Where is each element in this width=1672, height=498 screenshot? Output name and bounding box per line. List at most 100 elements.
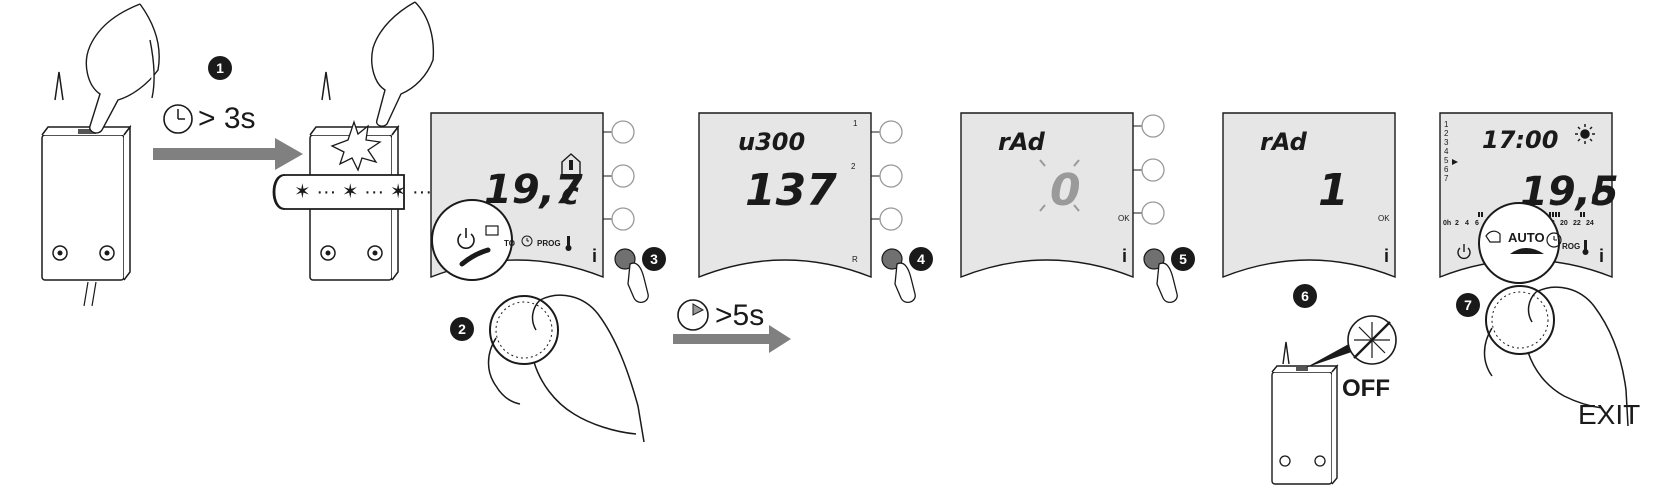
exit-label: EXIT xyxy=(1578,399,1640,430)
hour-label: 24 xyxy=(1586,220,1594,227)
arrow-right-icon xyxy=(673,325,791,353)
side-button-2[interactable] xyxy=(611,164,635,188)
day-label: 3 xyxy=(1444,138,1449,147)
dial-knob-icon xyxy=(489,295,559,365)
thermostat-screen-1: 19,7 c TO PROG xyxy=(430,112,666,304)
current-day-arrow-icon xyxy=(1452,159,1458,165)
blink-dots: ✶ ··· ✶ ··· ✶ ··· xyxy=(294,181,432,203)
step-3-badge xyxy=(642,247,666,271)
thermostat-screen-5: 1 2 3 4 5 6 7 17:00 19,5 c 0h 2 4 6 xyxy=(1439,112,1619,284)
parameter-code: rAd xyxy=(1260,128,1308,156)
pointing-hand-icon xyxy=(85,3,160,134)
timer-icon xyxy=(163,104,193,134)
dial-pointer xyxy=(459,247,491,267)
parameter-code: rAd xyxy=(998,128,1046,156)
finger-icon xyxy=(1156,262,1178,304)
side-button-2[interactable] xyxy=(1141,158,1165,182)
step-2-group: 2 xyxy=(450,294,645,443)
dial-pointer xyxy=(1510,248,1544,254)
step-6-badge xyxy=(1293,284,1317,308)
step-2-badge xyxy=(450,317,474,341)
finger-icon xyxy=(894,262,916,304)
thermometer-icon xyxy=(1582,240,1589,255)
thermostat-screen-4: rAd 1 OK i xyxy=(1222,112,1396,279)
step-2-number: 2 xyxy=(458,321,466,337)
unit-label: c xyxy=(561,177,579,212)
suitcase-icon xyxy=(485,225,499,236)
step-6-group: 6 OFF xyxy=(1271,284,1397,485)
parameter-value: 137 xyxy=(745,165,837,216)
receiver-flashing: ✶ ··· ✶ ··· ✶ ··· xyxy=(272,1,435,281)
step-6-number: 6 xyxy=(1301,288,1309,304)
flash-icon xyxy=(330,119,382,172)
receiver-module xyxy=(41,71,132,307)
sun-icon xyxy=(1575,124,1595,144)
timer-label-3s: > 3s xyxy=(198,102,256,135)
step-1-number: 1 xyxy=(216,60,224,76)
mode-auto-label: AUTO xyxy=(1508,230,1545,245)
step-4-number: 4 xyxy=(917,251,925,267)
step-5-badge xyxy=(1171,247,1195,271)
side-button-ok[interactable] xyxy=(1141,201,1165,225)
hour-label: 4 xyxy=(1465,220,1469,227)
day-label: 1 xyxy=(1444,120,1449,129)
blink-rays xyxy=(1039,159,1080,212)
day-list: 1 2 3 4 5 6 7 xyxy=(1444,120,1458,183)
mode-prog-label: PROG xyxy=(537,239,561,248)
hand-turning-icon xyxy=(1527,286,1629,427)
off-label: OFF xyxy=(1342,375,1390,402)
step-4-timer-group: >5s xyxy=(673,299,791,353)
step-4-badge xyxy=(909,247,933,271)
thermostat-screen-3: rAd 0 OK i 5 xyxy=(960,112,1195,304)
hour-label: 22 xyxy=(1573,220,1581,227)
no-light-icon xyxy=(1347,315,1397,365)
finger-icon xyxy=(627,262,649,304)
info-label: i xyxy=(1384,246,1389,266)
thermostat-screen-2: u300 137 1 2 R 4 xyxy=(698,112,933,304)
antenna-icon xyxy=(321,71,331,101)
antenna-icon xyxy=(54,71,64,101)
hour-label: 20 xyxy=(1560,220,1568,227)
side-button-2[interactable] xyxy=(879,164,903,188)
antenna-icon xyxy=(1282,341,1290,365)
hour-label: 6 xyxy=(1475,220,1479,227)
side-button-3[interactable] xyxy=(879,207,903,231)
info-label: i xyxy=(592,246,597,266)
dial-knob-icon xyxy=(1485,285,1555,355)
step-3-number: 3 xyxy=(650,251,658,267)
pointing-hand-icon xyxy=(371,1,435,127)
side-button-1[interactable] xyxy=(879,120,903,144)
info-label: i xyxy=(1599,246,1604,266)
dial-zoom xyxy=(431,199,513,281)
step-7-badge xyxy=(1456,293,1480,317)
day-label: 7 xyxy=(1444,174,1449,183)
info-label: i xyxy=(1122,246,1127,266)
step-7-group: 7 EXIT xyxy=(1456,285,1640,430)
blink-band: ✶ ··· ✶ ··· ✶ ··· xyxy=(272,174,432,210)
side-button-3[interactable] xyxy=(611,207,635,231)
mode-auto-label: TO xyxy=(504,239,515,248)
ok-label: OK xyxy=(1118,214,1130,223)
clock-small-icon xyxy=(1546,232,1562,248)
clock-small-icon xyxy=(521,235,533,247)
thermometer-icon xyxy=(565,236,572,251)
step-5-number: 5 xyxy=(1179,251,1187,267)
side-button-1[interactable] xyxy=(611,120,635,144)
day-label: 4 xyxy=(1444,147,1449,156)
power-icon xyxy=(457,228,475,249)
side-button-1[interactable] xyxy=(1141,114,1165,138)
clock-time: 17:00 xyxy=(1482,126,1558,154)
timer-label-5s: >5s xyxy=(715,299,764,332)
hand-icon xyxy=(1485,230,1501,243)
hand-turning-icon xyxy=(533,294,645,443)
hour-label: 0h xyxy=(1443,220,1451,227)
step-1-badge xyxy=(208,56,232,80)
day-label: 2 xyxy=(1444,129,1449,138)
house-thermometer-icon xyxy=(561,153,581,177)
side-buttons xyxy=(603,120,635,231)
unit-label: c xyxy=(1591,178,1609,213)
timer-icon xyxy=(677,299,709,331)
hour-label: 2 xyxy=(1455,220,1459,227)
side-label-2: 2 xyxy=(851,162,856,171)
dial-zoom xyxy=(1478,202,1560,284)
